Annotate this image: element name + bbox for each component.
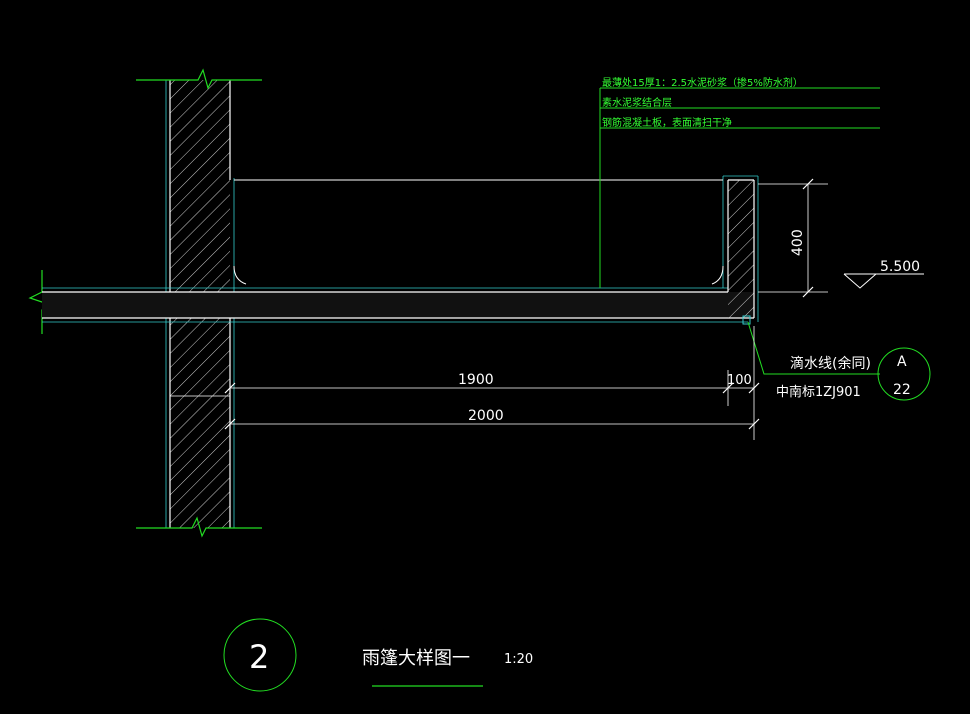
dimension-400-label: 400: [790, 229, 806, 256]
wall-section: [165, 80, 235, 528]
index-top: A: [897, 354, 907, 370]
elevation-mark: 5.500: [843, 259, 924, 289]
drawing-title: 2 雨篷大样图一 1:20: [223, 618, 533, 692]
note-layer-1: 最薄处15厚1：2.5水泥砂浆（掺5%防水剂）: [602, 76, 803, 89]
canopy-slab: [42, 287, 754, 323]
dimension-height: 400: [758, 178, 828, 298]
elevation-value: 5.500: [880, 259, 920, 275]
drip-label: 滴水线(余同): [790, 355, 871, 372]
index-bottom: 22: [893, 382, 911, 398]
title-number-circle: [223, 618, 297, 692]
dimension-100-label: 100: [727, 373, 752, 388]
dimension-1900-label: 1900: [458, 372, 494, 388]
title-name: 雨篷大样图一: [362, 648, 470, 669]
drip-line-callout: 滴水线(余同) 中南标1ZJ901 A 22: [747, 321, 931, 401]
drip-reference: 中南标1ZJ901: [776, 384, 861, 400]
horizontal-dimensions: [224, 326, 760, 440]
title-number: 2: [249, 638, 269, 676]
note-layer-3: 钢筋混凝土板，表面清扫干净: [602, 116, 732, 129]
index-circle: [877, 347, 931, 401]
dimension-2000-label: 2000: [468, 408, 504, 424]
canopy-upstand: [722, 175, 759, 325]
title-scale: 1:20: [504, 652, 533, 667]
material-notes: 最薄处15厚1：2.5水泥砂浆（掺5%防水剂） 素水泥浆结合层 钢筋混凝土板，表…: [599, 76, 880, 288]
note-layer-2: 素水泥浆结合层: [602, 96, 672, 109]
